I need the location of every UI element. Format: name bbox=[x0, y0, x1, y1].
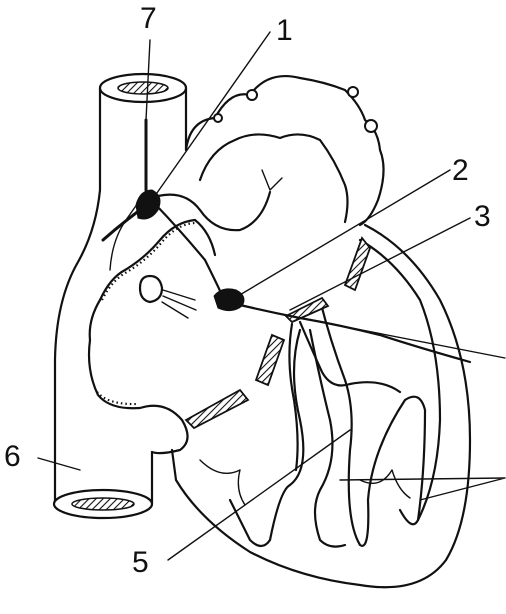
label-3: 3 bbox=[474, 200, 491, 233]
label-7: 7 bbox=[140, 2, 157, 35]
vena-cava bbox=[52, 72, 188, 520]
label-5: 5 bbox=[132, 546, 149, 579]
label-1: 1 bbox=[276, 14, 293, 47]
conduction-system bbox=[101, 118, 472, 472]
great-vessels bbox=[184, 74, 385, 227]
atrioventricular-node bbox=[213, 288, 245, 312]
valve-leaflets bbox=[184, 236, 372, 430]
leader-lines bbox=[37, 31, 506, 561]
ventricles bbox=[170, 223, 472, 589]
label-6: 6 bbox=[4, 440, 21, 473]
label-2: 2 bbox=[452, 154, 469, 187]
